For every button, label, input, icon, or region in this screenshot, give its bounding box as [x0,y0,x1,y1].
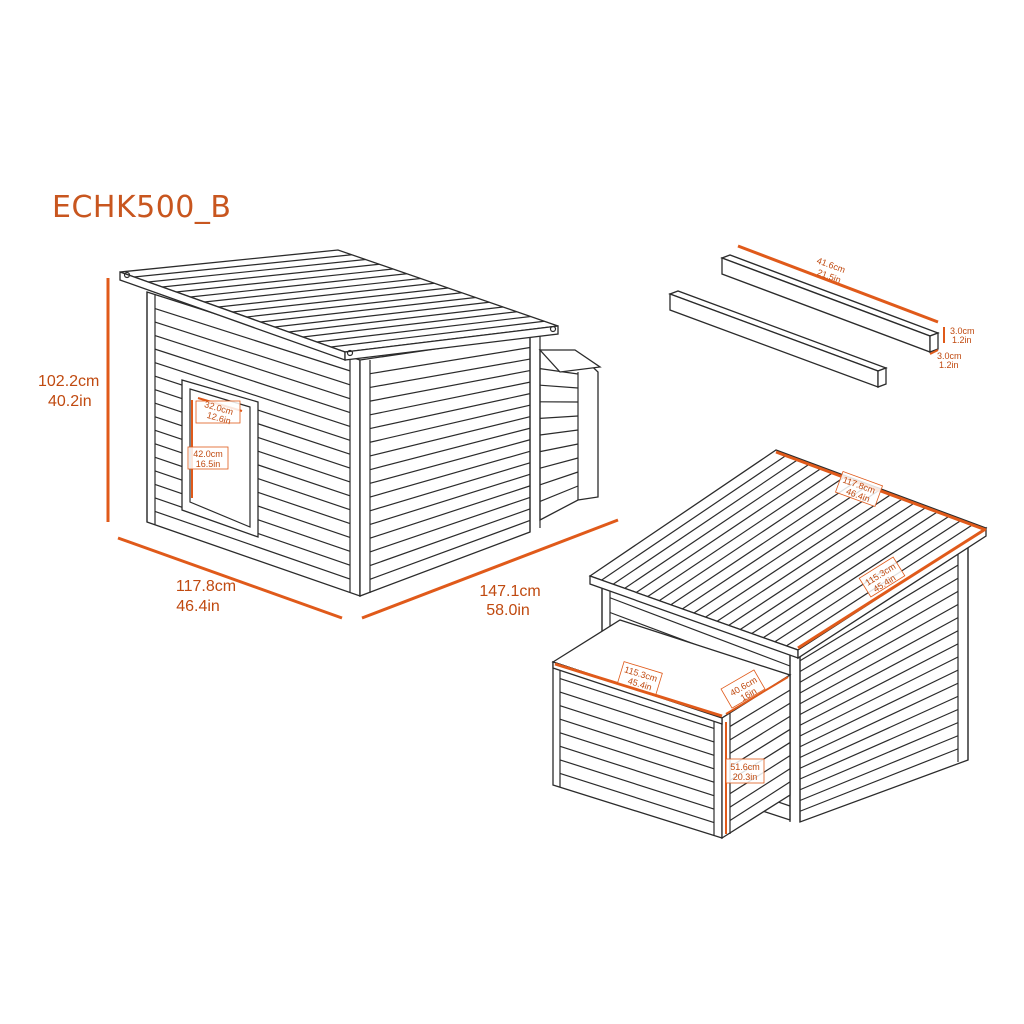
depth-cm: 147.1cm [479,583,540,600]
height-in: 40.2in [48,393,92,410]
width-cm: 117.8cm [176,578,236,595]
model-title: ECHK500_B [52,190,232,225]
box-height-cm: 51.6cm [730,762,760,772]
kennel-front-view: 32.0cm 12.6in 42.0cm 16.5in [119,249,602,597]
rail-thick-a-cm: 3.0cm [950,326,975,336]
width-dimension-line [117,536,343,620]
depth-dimension-line [361,518,619,620]
rails-view: 41.6cm 21.5in 3.0cm 1.2in 3.0cm 1.2in [668,244,975,388]
box-height-in: 20.3in [733,772,758,782]
height-cm: 102.2cm [38,373,99,390]
side-box [539,349,599,522]
rail-thick-b-in: 1.2in [939,360,959,370]
width-in: 46.4in [176,598,220,615]
rail-thick-a-in: 1.2in [952,335,972,345]
door-height-in: 16.5in [196,459,221,469]
kennel-back-view: 117.8cm 46.4in 115.3cm 45.4in 115.3cm 45… [551,449,988,840]
depth-in: 58.0in [486,602,530,619]
rail-thick-b-cm: 3.0cm [937,351,962,361]
door-height-cm: 42.0cm [193,449,223,459]
